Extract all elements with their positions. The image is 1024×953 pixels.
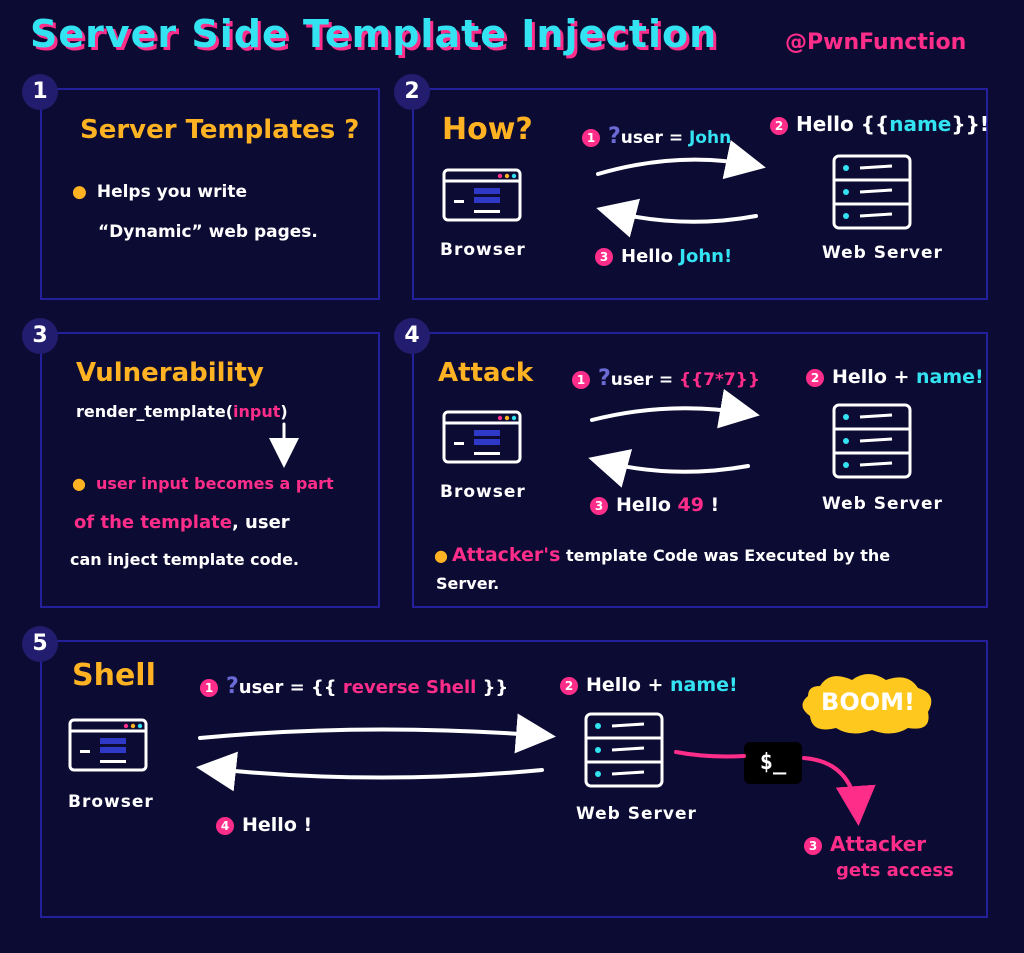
panel-shell — [40, 640, 988, 918]
panel4-heading: Attack — [438, 358, 534, 388]
response-arrow — [196, 751, 544, 792]
panel5-request: 1?user = {{ reverse Shell }} — [200, 674, 508, 699]
panel5-access-line2: gets access — [836, 860, 954, 881]
author-handle: @PwnFunction — [785, 30, 967, 55]
panel4-server-label: Web Server — [822, 494, 943, 514]
boom-text: BOOM! — [821, 688, 915, 716]
panel1-bullet: ●Helps you write — [72, 182, 247, 202]
browser-icon — [442, 168, 522, 222]
panel2-browser-label: Browser — [440, 240, 526, 260]
bullet-icon: ● — [72, 474, 86, 493]
panel3-bullet-line2: of the template, user — [74, 512, 290, 533]
panel-attack — [412, 332, 988, 608]
page-title: Server Side Template Injection — [30, 12, 718, 56]
panel1-bullet-line2: “Dynamic” web pages. — [98, 222, 318, 242]
panel4-note: ●Attacker's template Code was Executed b… — [434, 544, 891, 566]
panel3-function: render_template(input) — [76, 402, 288, 421]
panel3-bullet-line3: can inject template code. — [70, 550, 299, 569]
access-arrow — [802, 756, 876, 826]
request-arrow — [596, 139, 766, 180]
request-arrow — [590, 388, 760, 429]
panel3-bullet-line1: ●user input becomes a part — [72, 474, 334, 493]
shell-connector — [674, 750, 746, 759]
response-arrow — [596, 198, 758, 238]
panel3-heading: Vulnerability — [76, 358, 264, 388]
panel-number-1: 1 — [22, 74, 58, 110]
panel2-request: 1?user = John — [582, 124, 731, 149]
panel5-server-label: Web Server — [576, 804, 697, 824]
panel5-browser-label: Browser — [68, 792, 154, 812]
panel-number-4: 4 — [394, 318, 430, 354]
panel5-heading: Shell — [72, 658, 156, 693]
server-icon — [832, 403, 912, 479]
server-icon — [584, 712, 664, 788]
server-icon — [832, 154, 912, 230]
bullet-icon: ● — [434, 546, 448, 565]
request-arrow — [198, 713, 556, 754]
bullet-icon: ● — [72, 182, 87, 202]
panel-vulnerability — [40, 332, 380, 608]
panel1-heading: Server Templates ? — [80, 115, 360, 145]
panel-number-2: 2 — [394, 74, 430, 110]
browser-icon — [442, 410, 522, 464]
panel-how — [412, 88, 988, 300]
panel2-heading: How? — [442, 112, 533, 147]
panel2-server-label: Web Server — [822, 243, 943, 263]
panel4-note-line2: Server. — [436, 574, 500, 593]
panel-number-5: 5 — [22, 626, 58, 662]
panel4-request: 1?user = {{7*7}} — [572, 366, 760, 391]
panel-number-3: 3 — [22, 318, 58, 354]
panel4-browser-label: Browser — [440, 482, 526, 502]
browser-icon — [68, 718, 148, 772]
response-arrow — [588, 449, 750, 488]
boom-cloud — [802, 674, 932, 734]
panel-server-templates — [40, 88, 380, 300]
terminal-icon: $_ — [744, 742, 802, 784]
